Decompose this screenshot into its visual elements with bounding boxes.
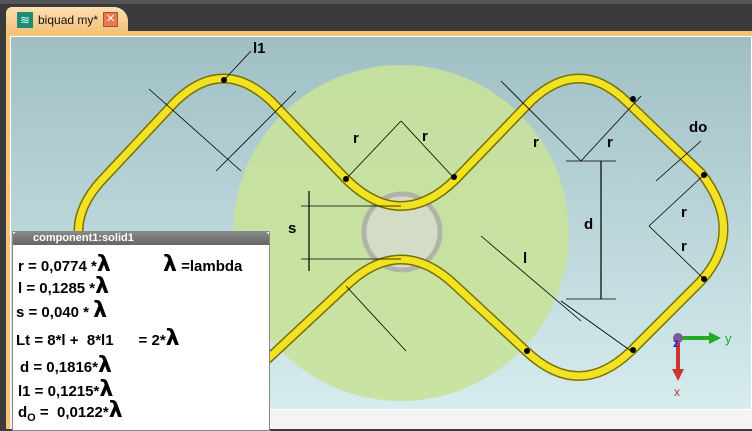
tab-biquad[interactable]: ≋ biquad my* ✕ — [6, 7, 128, 32]
label-r: r — [681, 238, 687, 255]
label-d: d — [584, 216, 593, 233]
tab-label: biquad my* — [38, 12, 99, 27]
label-do: do — [689, 119, 707, 136]
formula-panel: component1:solid1 r = 0,0774 *λ λ =lambd… — [12, 231, 270, 431]
wire — [73, 73, 729, 384]
formula-do: dO = 0,0122*λ — [18, 398, 123, 424]
dimension-lines — [148, 50, 707, 352]
title-bar — [0, 0, 752, 4]
panel-title: component1:solid1 — [13, 232, 269, 245]
label-r: r — [681, 204, 687, 221]
axis-triad: y z x — [672, 331, 732, 399]
label-l1: l1 — [253, 40, 266, 57]
label-r: r — [353, 130, 359, 147]
axis-z: z — [673, 336, 679, 350]
feed-ring — [361, 191, 443, 273]
label-s: s — [288, 220, 296, 237]
formula-s: s = 0,040 * λ — [16, 298, 108, 323]
close-icon[interactable]: ✕ — [103, 12, 119, 27]
formula-l1: l1 = 0,1215*λ — [18, 377, 114, 402]
lambda-symbol: λ — [96, 252, 111, 277]
formula-lt: Lt = 8*l + 8*l1 = 2*λ — [16, 326, 180, 351]
label-r: r — [422, 128, 428, 145]
label-l: l — [523, 250, 527, 267]
lambda-definition: λ =lambda — [163, 252, 243, 277]
label-r: r — [607, 134, 613, 151]
axis-y: y — [725, 331, 732, 346]
model-icon: ≋ — [17, 11, 33, 28]
formula-d: d = 0,1816*λ — [20, 353, 112, 378]
axis-x: x — [674, 385, 680, 399]
formula-l: l = 0,1285 *λ — [18, 274, 110, 299]
label-r: r — [533, 134, 539, 151]
joint-dots — [221, 77, 707, 354]
formula-r: r = 0,0774 *λ — [18, 252, 111, 277]
